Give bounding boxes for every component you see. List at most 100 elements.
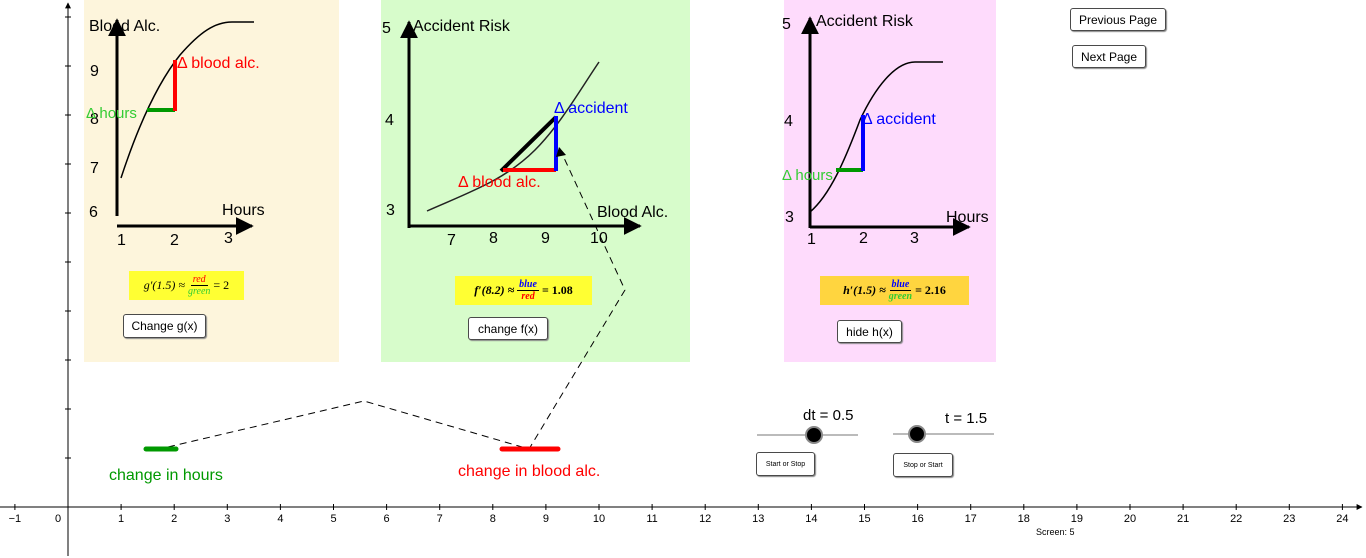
graph-g-ytick: 6: [89, 204, 98, 221]
graph-h-xtick: 3: [910, 230, 919, 247]
x-axis-tick-label: 16: [911, 513, 923, 525]
change-g-button[interactable]: Change g(x): [123, 314, 206, 338]
graph-f-tangent: [499, 115, 558, 173]
formula-f: f′(8.2) ≈ blue red = 1.08: [455, 276, 592, 305]
hide-h-button[interactable]: hide h(x): [837, 320, 902, 343]
x-axis-tick-label: 1: [118, 513, 124, 525]
graph-g: Blood Alc. Hours 9 8 7 6 1 2 3 Δ blood a…: [86, 18, 265, 249]
formula-g-rhs: = 2: [213, 278, 230, 292]
graph-g-ytick: 8: [90, 111, 99, 128]
graph-h: Accident Risk Hours 5 4 3 1 2 3 Δ accide…: [782, 13, 989, 248]
graph-g-ytick: 7: [90, 160, 99, 177]
slider-dt-label: dt = 0.5: [803, 407, 853, 424]
x-axis-tick-label: 4: [277, 513, 283, 525]
graph-g-y-label: Blood Alc.: [89, 18, 160, 35]
formula-h: h′(1.5) ≈ blue green = 2.16: [820, 276, 969, 305]
graph-h-xtick: 2: [859, 230, 868, 247]
x-axis-tick-label: 23: [1283, 513, 1295, 525]
x-axis-tick-label: 5: [330, 513, 336, 525]
x-axis-tick-label: 18: [1018, 513, 1030, 525]
formula-f-fraction: blue red: [517, 279, 539, 302]
x-axis-tick-label: 12: [699, 513, 711, 525]
x-axis-tick-label: 19: [1071, 513, 1083, 525]
formula-h-denominator: green: [888, 291, 913, 302]
x-axis-tick-label: 21: [1177, 513, 1189, 525]
graph-f-xtick: 7: [447, 232, 456, 249]
x-axis-tick-label: 10: [593, 513, 605, 525]
formula-f-rhs: = 1.08: [541, 283, 573, 297]
slider-dt[interactable]: dt = 0.5: [757, 407, 858, 444]
graph-f-delta-x-label: Δ blood alc.: [458, 174, 541, 191]
change-f-button[interactable]: change f(x): [468, 317, 548, 340]
graph-f-ytick: 4: [385, 112, 394, 129]
x-axis-tick-label: 14: [805, 513, 817, 525]
graph-h-xtick: 1: [807, 231, 816, 248]
graph-g-x-label: Hours: [222, 202, 265, 219]
slider-t-label: t = 1.5: [945, 410, 987, 427]
graph-h-ytick: 5: [782, 16, 791, 33]
graph-h-curve: [809, 61, 943, 213]
x-axis-tick-label: 7: [437, 513, 443, 525]
formula-f-numerator: blue: [517, 279, 539, 291]
screen-value: 5: [1069, 527, 1075, 537]
graph-f-delta-y-label: Δ accident: [554, 100, 628, 117]
change-blood-label: change in blood alc.: [458, 463, 600, 480]
x-axis-tick-label: 2: [171, 513, 177, 525]
x-axis-tick-label: 3: [224, 513, 230, 525]
graph-h-delta-x-label: Δ hours: [782, 167, 833, 184]
formula-g: g′(1.5) ≈ red green = 2: [129, 271, 244, 300]
graph-g-delta-y-label: Δ blood alc.: [177, 55, 260, 72]
previous-page-button[interactable]: Previous Page: [1070, 8, 1166, 31]
formula-g-lhs: g′(1.5) ≈: [143, 278, 185, 292]
formula-h-lhs: h′(1.5) ≈: [843, 283, 886, 297]
start-stop-dt-button[interactable]: Start or Stop: [756, 452, 815, 476]
formula-f-denominator: red: [521, 291, 535, 302]
x-axis-tick-label: 11: [646, 513, 657, 525]
x-axis-tick-label: 0: [55, 513, 61, 525]
x-axis-tick-label: 20: [1124, 513, 1136, 525]
x-axis-tick-label: 8: [490, 513, 496, 525]
formula-g-background: [129, 271, 244, 300]
graph-f-xtick: 9: [541, 230, 550, 247]
graph-g-xtick: 1: [117, 232, 126, 249]
formula-g-fraction: red green: [188, 274, 210, 297]
y-axis-ticks: [65, 16, 71, 459]
graph-g-curve: [120, 21, 254, 179]
screen-indicator: Screen: 5: [1036, 527, 1075, 537]
graph-f-ytick: 5: [382, 20, 391, 37]
stop-start-t-button[interactable]: Stop or Start: [893, 453, 953, 477]
formula-g-denominator: green: [188, 286, 211, 297]
x-axis-tick-label: 22: [1230, 513, 1242, 525]
graph-f: Accident Risk Blood Alc. 5 4 3 7 8 9 10 …: [382, 18, 668, 249]
x-axis-tick-label: 9: [543, 513, 549, 525]
x-axis-tick-label: 24: [1336, 513, 1348, 525]
graph-f-x-label: Blood Alc.: [597, 204, 668, 221]
graph-f-ytick: 3: [386, 202, 395, 219]
graph-h-ytick: 3: [785, 209, 794, 226]
screen-label: Screen:: [1036, 527, 1068, 537]
change-hours-label: change in hours: [109, 467, 223, 484]
graph-h-x-label: Hours: [946, 209, 989, 226]
connector-arrowhead: [556, 147, 566, 157]
x-axis-tick-label: 6: [384, 513, 390, 525]
graph-f-curve: [426, 61, 600, 212]
graph-f-y-label: Accident Risk: [413, 18, 511, 35]
panel-g-background: [84, 0, 339, 362]
x-axis-tick-label: 15: [858, 513, 870, 525]
formula-h-rhs: = 2.16: [915, 283, 946, 297]
slider-t[interactable]: t = 1.5: [893, 410, 994, 443]
slider-dt-handle[interactable]: [805, 426, 823, 444]
graph-f-xtick: 10: [590, 230, 608, 247]
graph-g-ytick: 9: [90, 63, 99, 80]
graph-h-delta-y-label: Δ accident: [862, 111, 936, 128]
formula-h-fraction: blue green: [889, 279, 912, 302]
formula-g-numerator: red: [190, 274, 208, 286]
graph-g-xtick: 2: [170, 232, 179, 249]
x-axis-tick-label: 17: [965, 513, 977, 525]
x-axis-tick-label: 13: [752, 513, 764, 525]
formula-h-numerator: blue: [889, 279, 912, 291]
slider-t-handle[interactable]: [908, 425, 926, 443]
next-page-button[interactable]: Next Page: [1072, 45, 1146, 68]
